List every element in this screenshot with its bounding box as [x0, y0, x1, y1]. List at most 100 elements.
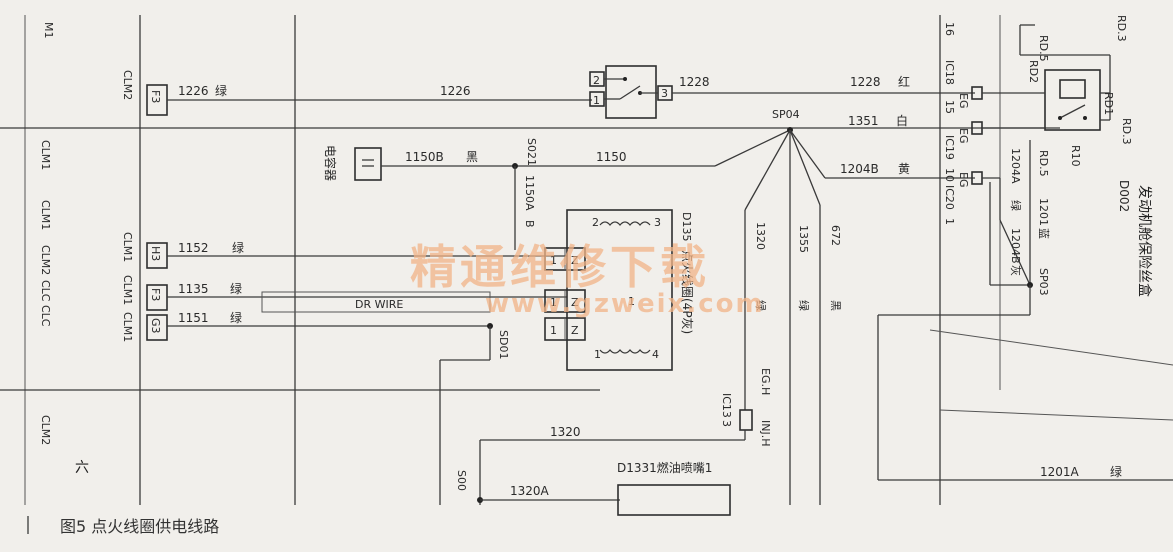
- clm1-g3-label: CLM1: [121, 312, 134, 342]
- coil-winding-top: [599, 221, 651, 227]
- wire-672-label: 672: [829, 225, 842, 246]
- coil-pin-z2: Z: [571, 296, 579, 309]
- eg2-label: EG: [957, 128, 970, 143]
- n10-label: 10: [943, 168, 956, 182]
- wire-1150a-color: B: [523, 220, 536, 228]
- ic13-connector: [739, 409, 753, 431]
- fusebox-side: 16 IC18 15 IC19 10 IC20 1 EG EG EG SP03 …: [877, 15, 1173, 481]
- pin-f3-top-label: F3: [149, 90, 162, 103]
- wire-1226-left-label: 1226: [178, 84, 209, 98]
- n15-label: 15: [943, 100, 956, 114]
- injh-label: INJ.H: [759, 420, 772, 447]
- wire-1228-switch-label: 1228: [679, 75, 710, 89]
- top-label: M1: [42, 22, 55, 39]
- pin-g3-label: G3: [149, 318, 162, 334]
- wire-1151-label: 1151: [178, 311, 209, 325]
- column-label-clm2-b: CLM2: [39, 415, 52, 445]
- wire-1226-left-color: 绿: [215, 83, 227, 98]
- coil-name: 点火线圈(4P灰): [680, 250, 694, 334]
- wire-1201-color: 蓝: [1037, 228, 1050, 239]
- relay-pin1: 1: [593, 94, 600, 107]
- wire-1355-color: 绿: [797, 300, 811, 311]
- r10-label: R10: [1069, 145, 1082, 167]
- wire-1150-label: 1150: [596, 150, 627, 164]
- wire-1150b-label: 1150B: [405, 150, 444, 164]
- s00-label: S00: [455, 470, 468, 491]
- left-column-labels: M1 CLM1 CLM1 CLM2 CLC CLC CLM2 六: [39, 22, 89, 476]
- clm1-h3-label: CLM1: [121, 232, 134, 262]
- wire-1226-mid-label: 1226: [440, 84, 471, 98]
- figure-caption: 图5 点火线圈供电线路: [60, 517, 219, 536]
- wire-1351-color: 白: [896, 113, 908, 128]
- wire-1204a-color: 绿: [1009, 200, 1023, 211]
- caption-group: 图5 点火线圈供电线路: [27, 516, 219, 536]
- coil-d135: D135: [680, 212, 693, 241]
- rd-top-2: RD.5: [1037, 35, 1050, 62]
- pin-f3-mid-label: F3: [149, 288, 162, 301]
- injector-branch: IC13 3 EG.H INJ.H 1320 S00 1320A D1331燃油…: [455, 368, 772, 516]
- clm2-top-label: CLM2: [121, 70, 134, 100]
- wire-1351-label: 1351: [848, 114, 879, 128]
- injector-box: [617, 484, 731, 516]
- pin-h3-label: H3: [149, 246, 162, 261]
- wire-1204a-label: 1204A: [1009, 148, 1022, 184]
- ic18-label: IC18: [943, 60, 956, 85]
- coil-pin-1c: 1: [550, 324, 557, 337]
- wire-1151-color: 绿: [230, 310, 242, 325]
- column-label-clc: CLC CLC: [39, 280, 52, 327]
- egh-label: EG.H: [759, 368, 772, 395]
- wire-1150a-label: 1150A: [523, 175, 536, 211]
- ic13-label: IC13: [720, 393, 733, 418]
- n1-label: 1: [943, 218, 956, 225]
- rd-top-1: RD.3: [1115, 15, 1128, 42]
- coil-winding-bottom: [599, 348, 651, 354]
- relay-switch: [605, 65, 657, 119]
- sp04-junction: SP04 1204B 黄 1320 绿 1355 绿 672 黑: [744, 108, 975, 505]
- top-rd-a: 16: [943, 22, 956, 36]
- wire-1204b-label: 1204B: [840, 162, 879, 176]
- clm1-f3-label: CLM1: [121, 275, 134, 305]
- d002-label: D002: [1117, 180, 1131, 212]
- rd-relay-box: [1044, 69, 1101, 131]
- rd1-label: RD1: [1102, 92, 1115, 115]
- column-label-clm1-b: CLM1: [39, 200, 52, 230]
- wire-1355-label: 1355: [797, 225, 810, 253]
- wire-1204b-color: 黄: [898, 162, 910, 176]
- wire-1150b-color: 黑: [466, 150, 478, 164]
- watermark: 精通维修下载 www.gzweix.com: [410, 240, 765, 319]
- wire-1320v-color: 绿: [754, 300, 768, 311]
- wire-1201-label: 1201: [1037, 198, 1050, 226]
- wire-1135-color: 绿: [230, 281, 242, 296]
- rd-relay-coil: [1059, 79, 1086, 99]
- rd5-label: RD.5: [1037, 150, 1050, 177]
- coil-pin-z1: Z: [571, 254, 579, 267]
- condenser-box: [354, 147, 382, 181]
- coil-pin1: 1: [594, 348, 601, 361]
- wire-1351: 1351 白: [848, 113, 908, 128]
- sd01-label: SD01: [497, 330, 510, 359]
- sp04-label: SP04: [772, 108, 800, 121]
- s021-label: S021: [525, 138, 538, 166]
- wire-1201a-label: 1201A: [1040, 465, 1080, 479]
- wire-1228-color: 红: [898, 74, 910, 89]
- d1331-label: D1331燃油喷嘴1: [617, 460, 712, 475]
- pin-g3: [146, 314, 168, 341]
- eg1-label: EG: [957, 93, 970, 108]
- coil-pin-z3: Z: [571, 324, 579, 337]
- wire-1320a-label: 1320A: [510, 484, 550, 498]
- left-pin-boxes: CLM2 F3 CLM1 H3 CLM1 F3 CLM1 G3: [121, 70, 168, 342]
- column-label-clm1-a: CLM1: [39, 140, 52, 170]
- signal-wires: 1152 绿 1135 绿 1151 绿 DR WIRE SD01: [167, 240, 567, 505]
- frame-lines: [0, 15, 1173, 505]
- dr-wire-label: DR WIRE: [355, 298, 403, 311]
- column-label-clm2-a: CLM2: [39, 245, 52, 275]
- dr-wire-shield: [261, 291, 491, 313]
- wire-1320h-label: 1320: [550, 425, 581, 439]
- relay-pin3: 3: [661, 87, 668, 100]
- watermark-url: www.gzweix.com: [485, 289, 765, 319]
- rd2-label: RD2: [1027, 60, 1040, 83]
- wire-1226-1228: 1226 绿 1226 2 1 3 1228 1228 红: [167, 65, 975, 119]
- coil-pin-1a: 1: [550, 254, 557, 267]
